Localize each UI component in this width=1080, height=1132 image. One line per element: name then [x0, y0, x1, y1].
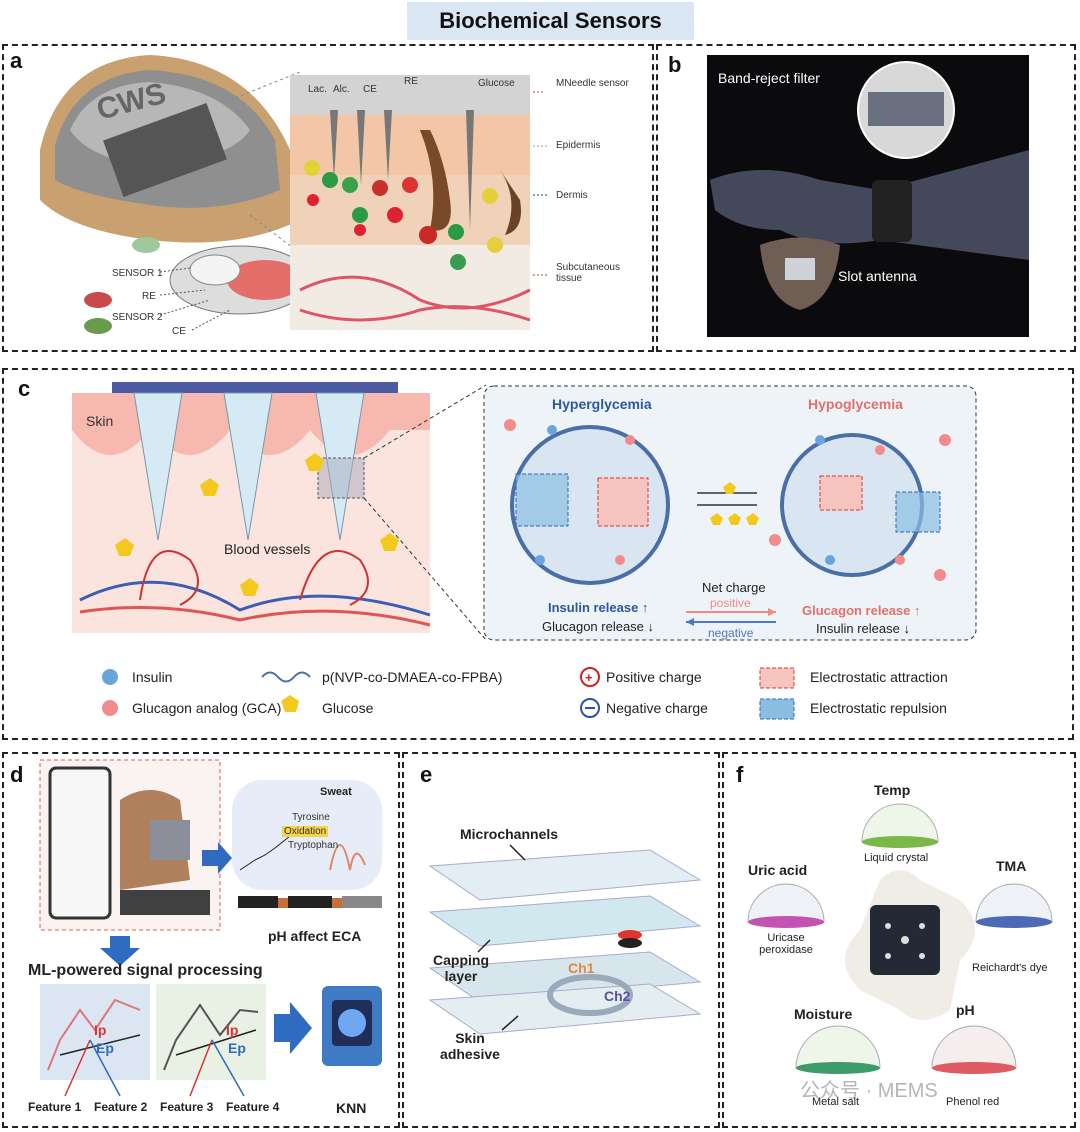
panel-d-label: d [10, 762, 24, 787]
panel-a-label: a [10, 48, 23, 73]
panel-e [402, 752, 720, 1128]
hypo-title: Hypoglycemia [808, 396, 903, 412]
panel-c-label: c [18, 376, 31, 401]
skin-adhesive-label: Skin adhesive [440, 1030, 500, 1062]
tryptophan-label: Tryptophan [288, 840, 339, 851]
panel-f [722, 752, 1076, 1128]
ch2-label: Ch2 [604, 988, 631, 1004]
part-sensor2: SENSOR 2 [112, 312, 163, 323]
liquid-crystal-label: Liquid crystal [864, 852, 929, 864]
legend-attraction: Electrostatic attraction [810, 669, 948, 685]
tube-label-lac: Lac. [308, 84, 327, 95]
legend-repulsion: Electrostatic repulsion [810, 700, 947, 716]
layer-epidermis: Epidermis [556, 140, 601, 151]
layer-subcutaneous: Subcutaneous tissue [556, 262, 620, 284]
feature-1: Feature 1 [28, 1100, 82, 1114]
ep-label-1: Ep [96, 1040, 114, 1056]
part-ce: CE [172, 326, 186, 337]
figure-title: Biochemical Sensors [407, 2, 694, 40]
legend-polymer: p(NVP-co-DMAEA-co-FPBA) [322, 669, 503, 685]
feature-2: Feature 2 [94, 1100, 148, 1114]
tyrosine-label: Tyrosine [292, 812, 330, 823]
positive-label: positive [710, 596, 751, 610]
insulin-release-down: Insulin release ↓ [816, 621, 910, 636]
oxidation-label: Oxidation [282, 826, 329, 837]
ip-label-1: Ip [94, 1022, 107, 1038]
reichardt-label: Reichardt's dye [972, 962, 1048, 974]
panel-c [2, 368, 1074, 740]
phenol-red-label: Phenol red [946, 1096, 1000, 1108]
glucagon-release-up: Glucagon release ↑ [802, 603, 921, 618]
temp-label: Temp [874, 782, 911, 798]
hyper-title: Hyperglycemia [552, 396, 652, 412]
legend-glucose: Glucose [322, 700, 374, 716]
knn-label: KNN [336, 1100, 367, 1116]
filter-label: Band-reject filter [718, 70, 820, 86]
panel-b [656, 44, 1076, 352]
capping-label: Capping layer [433, 952, 489, 984]
negative-label: negative [708, 626, 754, 640]
glucagon-release-down: Glucagon release ↓ [542, 619, 655, 634]
tube-label-glucose: Glucose [478, 78, 515, 89]
legend-gca: Glucagon analog (GCA) [132, 700, 282, 716]
legend-positive: Positive charge [606, 669, 702, 685]
electrode-re: RE [355, 908, 368, 918]
uricase-label: Uricase peroxidase [759, 932, 813, 956]
panel-b-label: b [668, 52, 682, 77]
microchannels-label: Microchannels [460, 826, 559, 842]
layer-mneedle: MNeedle sensor [556, 78, 629, 89]
ph-eca-label: pH affect ECA [268, 928, 362, 944]
tube-label-alc: Alc. [333, 84, 350, 95]
vessels-label: Blood vessels [224, 541, 311, 557]
panel-e-label: e [420, 762, 433, 787]
feature-3: Feature 3 [160, 1100, 214, 1114]
layer-dermis: Dermis [556, 190, 588, 201]
tube-label-re: RE [404, 76, 418, 87]
part-re: RE [142, 291, 156, 302]
uric-acid-label: Uric acid [748, 862, 808, 878]
ep-label-2: Ep [228, 1040, 246, 1056]
ch1-label: Ch1 [568, 960, 595, 976]
panel-b-photo [707, 55, 1029, 337]
tma-label: TMA [996, 858, 1027, 874]
net-charge-label: Net charge [702, 580, 766, 595]
moisture-label: Moisture [794, 1006, 853, 1022]
antenna-label: Slot antenna [838, 268, 917, 284]
ph-label: pH [956, 1002, 975, 1018]
skin-label: Skin [86, 413, 114, 429]
panel-d [2, 752, 400, 1128]
tube-label-ce: CE [363, 84, 377, 95]
panel-a [2, 44, 654, 352]
electrode-we: WE [303, 908, 318, 918]
ml-label: ML-powered signal processing [28, 962, 263, 979]
watermark: 公众号 · MEMS [800, 1080, 938, 1102]
panel-f-label: f [736, 762, 744, 787]
insulin-release-up: Insulin release ↑ [548, 600, 649, 615]
part-sensor1: SENSOR 1 [112, 268, 163, 279]
sweat-label: Sweat [320, 786, 352, 798]
ip-label-2: Ip [226, 1022, 239, 1038]
metal-salt-label: Metal salt [812, 1096, 860, 1108]
legend-insulin: Insulin [132, 669, 173, 685]
electrode-ce: CE [250, 908, 263, 918]
feature-4: Feature 4 [226, 1100, 280, 1114]
legend-negative: Negative charge [606, 700, 708, 716]
